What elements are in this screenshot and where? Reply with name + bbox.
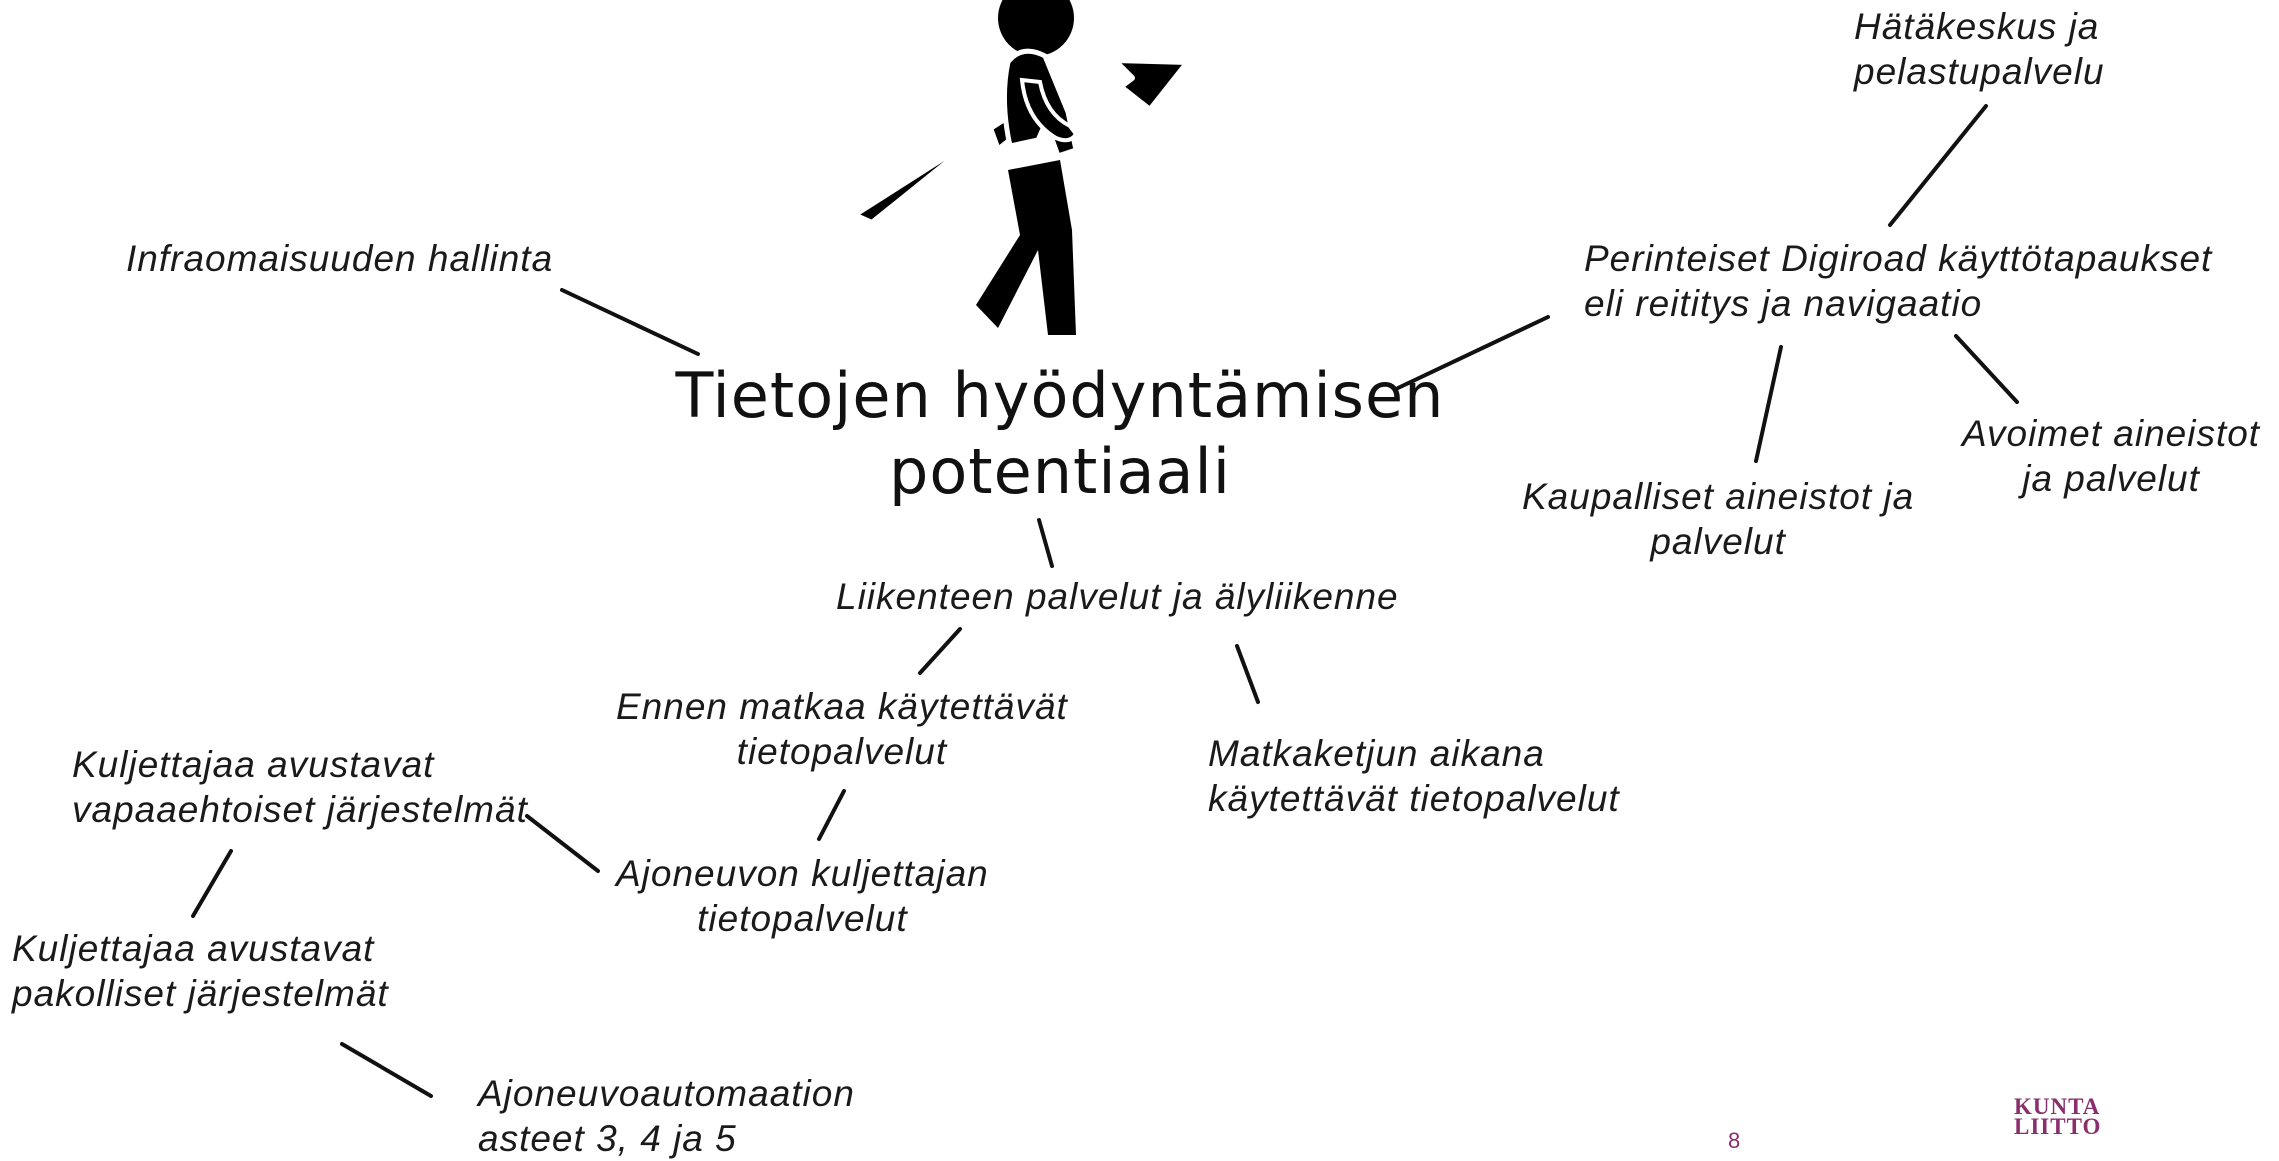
central-title-line: Tietojen hyödyntämisen — [675, 359, 1445, 432]
node-kaupalliset-aineistot: Kaupalliset aineistot ja palvelut — [1522, 474, 1914, 564]
connector-avoimet — [1954, 334, 2019, 404]
node-text: Kuljettajaa avustavat — [12, 928, 375, 969]
central-title-line: potentiaali — [888, 435, 1231, 508]
node-avoimet-aineistot: Avoimet aineistot ja palvelut — [1962, 411, 2260, 501]
node-text: palvelut — [1650, 521, 1786, 562]
node-infraomaisuuden-hallinta: Infraomaisuuden hallinta — [126, 236, 553, 281]
node-ennen-matkaa: Ennen matkaa käytettävät tietopalvelut — [616, 684, 1068, 774]
node-text: Avoimet aineistot — [1962, 413, 2261, 454]
connector-hatakeskus — [1888, 104, 1988, 227]
connector-liikenteen — [1037, 518, 1054, 568]
logo-text: KUNTA — [2014, 1094, 2101, 1119]
node-text: Matkaketjun aikana — [1208, 733, 1545, 774]
node-text: Ajoneuvon kuljettajan — [616, 853, 989, 894]
node-text: Ennen matkaa käytettävät — [616, 686, 1068, 727]
node-perinteiset-digiroad: Perinteiset Digiroad käyttötapaukset eli… — [1584, 236, 2212, 326]
connector-ennen — [918, 627, 962, 675]
node-text: ja palvelut — [2022, 458, 2200, 499]
logo-text: LIITTO — [2014, 1114, 2102, 1139]
connector-perinteiset — [1396, 315, 1550, 390]
node-vapaaehtoiset-jarjestelmat: Kuljettajaa avustavat vapaaehtoiset järj… — [72, 742, 528, 832]
connector-automaatio — [340, 1042, 433, 1098]
node-text: Perinteiset Digiroad käyttötapaukset — [1584, 238, 2213, 279]
node-ajoneuvon-kuljettajan: Ajoneuvon kuljettajan tietopalvelut — [616, 851, 989, 941]
node-text: käytettävät tietopalvelut — [1208, 778, 1620, 819]
node-text: asteet 3, 4 ja 5 — [478, 1118, 737, 1159]
node-text: Liikenteen palvelut ja älyliikenne — [836, 576, 1399, 617]
node-text: Hätäkeskus ja — [1854, 6, 2100, 47]
node-text: pakolliset järjestelmät — [12, 973, 389, 1014]
page-number: 8 — [1728, 1128, 1741, 1153]
node-text: tietopalvelut — [697, 898, 908, 939]
node-ajoneuvoautomaatio: Ajoneuvoautomaation asteet 3, 4 ja 5 — [478, 1071, 855, 1161]
person-carrying-upward-arrow-icon — [851, 0, 1191, 335]
node-text: Ajoneuvoautomaation — [478, 1073, 855, 1114]
node-text: Kuljettajaa avustavat — [72, 744, 435, 785]
node-text: tietopalvelut — [736, 731, 948, 772]
central-title: Tietojen hyödyntämisen potentiaali — [560, 358, 1560, 510]
connector-vapaaehtoiset — [525, 814, 600, 873]
node-text: pelastupalvelu — [1854, 51, 2105, 92]
node-liikenteen-palvelut: Liikenteen palvelut ja älyliikenne — [836, 574, 1399, 619]
connector-ajoneuvon — [817, 789, 846, 841]
connector-pakolliset — [191, 849, 233, 918]
node-matkaketjun-aikana: Matkaketjun aikana käytettävät tietopalv… — [1208, 731, 1620, 821]
node-text: Infraomaisuuden hallinta — [126, 238, 554, 279]
connector-infra — [560, 288, 700, 356]
node-text: vapaaehtoiset järjestelmät — [72, 789, 528, 830]
connector-kaupalliset — [1754, 345, 1783, 463]
node-text: eli reititys ja navigaatio — [1584, 283, 1983, 324]
node-pakolliset-jarjestelmat: Kuljettajaa avustavat pakolliset järjest… — [12, 926, 389, 1016]
kuntaliitto-logo: KUNTA LIITTO — [2014, 1094, 2102, 1139]
connector-matkaketjun — [1235, 644, 1260, 704]
node-text: Kaupalliset aineistot ja — [1522, 476, 1915, 517]
node-hatakeskus: Hätäkeskus ja pelastupalvelu — [1854, 4, 2105, 94]
